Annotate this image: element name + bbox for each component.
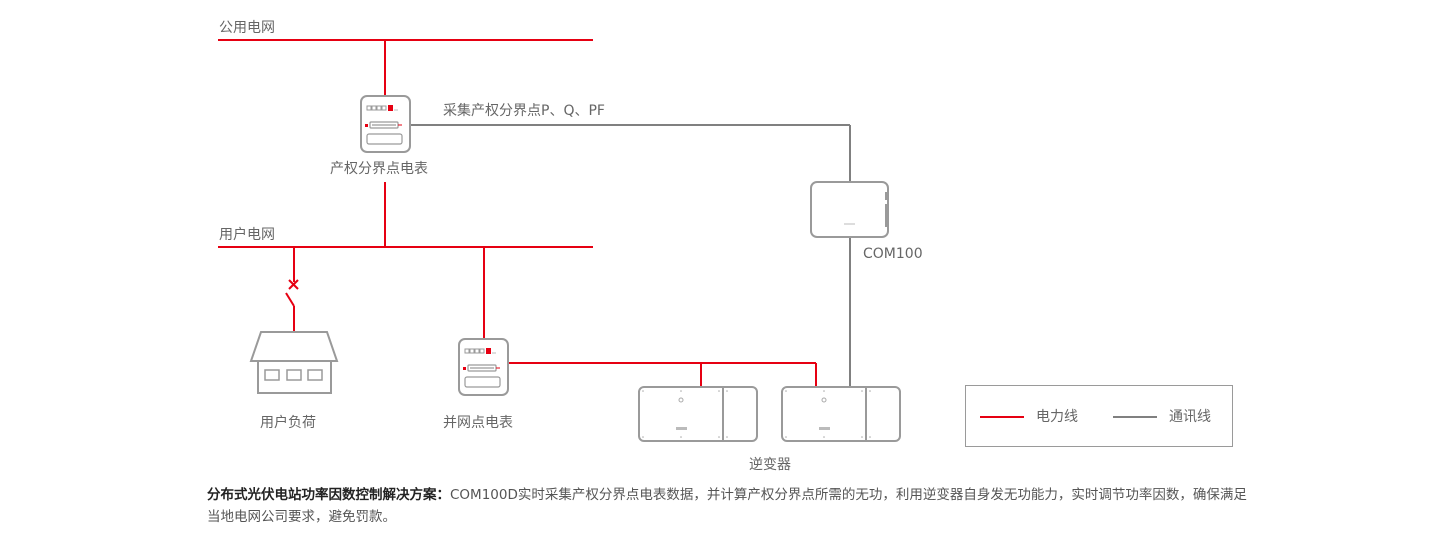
legend-item-comm-line: 通讯线 [1113, 410, 1211, 424]
open-switch-icon [288, 279, 299, 290]
grid-meter-icon[interactable] [458, 338, 509, 396]
inverter-label: 逆变器 [749, 457, 791, 473]
legend-label: 电力线 [1036, 409, 1078, 425]
collect-note-label: 采集产权分界点P、Q、PF [443, 103, 605, 119]
legend-label: 通讯线 [1169, 409, 1211, 425]
gray-line-swatch-icon [1113, 416, 1157, 418]
boundary-meter-label: 产权分界点电表 [330, 161, 428, 177]
comm-lines [410, 124, 851, 387]
user-load-label: 用户负荷 [260, 415, 316, 431]
power-lines [218, 39, 817, 387]
legend: 电力线 通讯线 [965, 385, 1233, 447]
public-grid-label: 公用电网 [219, 20, 275, 36]
com100-label: COM100 [863, 246, 923, 262]
caption-body: COM100D实时采集产权分界点电表数据，并计算产权分界点所需的无功，利用逆变器… [207, 487, 1247, 525]
com100-gateway-icon[interactable] [810, 181, 889, 238]
caption-title: 分布式光伏电站功率因数控制解决方案： [207, 487, 450, 503]
grid-meter-label: 并网点电表 [443, 415, 513, 431]
load-switch-blade [285, 292, 295, 307]
solution-caption: 分布式光伏电站功率因数控制解决方案：COM100D实时采集产权分界点电表数据，并… [207, 484, 1247, 528]
red-line-swatch-icon [980, 416, 1024, 418]
user-grid-label: 用户电网 [219, 227, 275, 243]
legend-item-power-line: 电力线 [980, 410, 1078, 424]
boundary-meter-icon[interactable] [360, 95, 411, 153]
house-icon[interactable] [249, 331, 339, 394]
inverter-1-icon[interactable] [638, 386, 758, 442]
inverter-2-icon[interactable] [781, 386, 901, 442]
